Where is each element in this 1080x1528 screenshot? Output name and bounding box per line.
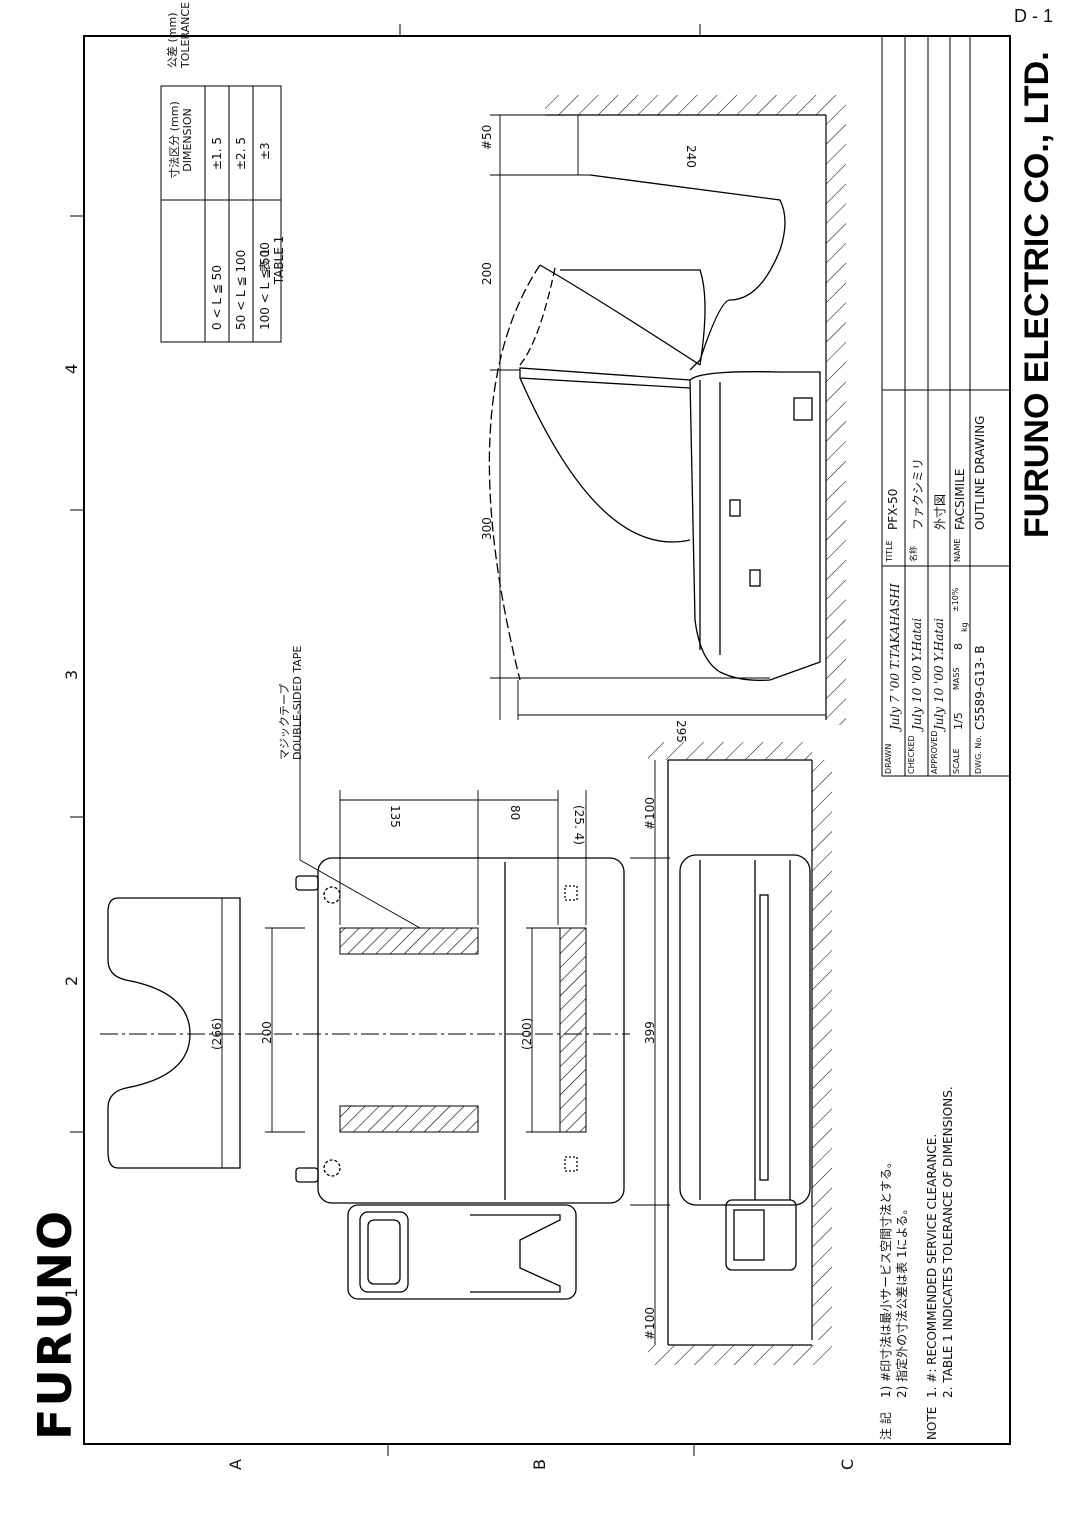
dim-300: 300 [480,517,494,540]
tb-drawn-label: DRAWN [884,743,893,774]
tolerance-row-2-tol: ±2. 5 [234,137,248,170]
company-name: FURUNO ELECTRIC CO., LTD. [1018,51,1056,538]
notes-jp-line-1: 1) #印寸法は最小サービス空間寸法とする。 [879,1156,893,1398]
tolerance-row-1-tol: ±1. 5 [210,137,224,170]
notes-en-line-1: 1. #: RECOMMENDED SERVICE CLEARANCE. [925,1133,939,1398]
tolerance-table [160,85,282,343]
tolerance-row-3-tol: ±3 [258,142,272,160]
tb-checked-signature: July 10 '00 Y.Hatai [910,617,924,730]
tolerance-row-1-dim: 0 < L ≦ 50 [210,265,224,330]
dim-80: 80 [508,805,522,821]
tb-checked-label: CHECKED [907,735,916,774]
tolerance-col2-header-text: 公差 (mm) TOLERANCE [166,2,192,194]
dim-266: (266) [210,1017,224,1050]
title-block [881,35,1011,777]
wall-hatch [648,1345,832,1365]
brand-logo: FURUNO [28,1208,82,1440]
notes-jp-heading: 注 記 [879,1412,893,1440]
dim-25-4: (25. 4) [572,805,586,845]
tolerance-row-3-dim: 100 < L ≦ 500 [258,242,272,330]
tb-name-sub: OUTLINE DRAWING [973,415,987,530]
wall-hatch [648,742,812,760]
dim-200-top: 200 [260,1021,274,1044]
tape-strip [559,927,587,1133]
tolerance-caption-en: TABLE 1 [272,235,286,285]
dim-240: 240 [684,145,698,168]
tb-mass-tolerance: ±10% [951,587,960,612]
tb-name-jp-sub: 外寸図 [933,493,947,530]
tb-drawn-signature: July 7 '00 T.TAKAHASHI [888,583,902,730]
tolerance-row-2-dim: 50 < L ≦ 100 [234,249,248,330]
grid-label-c: C [838,1458,857,1470]
tolerance-col2-header-en: TOLERANCE [179,1,192,68]
tb-name-jp-label: 名称 [909,546,918,562]
tape-label-jp: マジックテープ [278,683,291,760]
tb-mass-value: 8 [952,643,965,650]
tb-dwg-label: DWG. No. [974,735,983,774]
tape-label: マジックテープ DOUBLE-SIDED TAPE [278,646,304,760]
dim-clear-100-left: #100 [643,1307,657,1340]
dim-295: 295 [674,720,688,743]
front-view [107,857,625,1300]
dim-50: #50 [480,124,494,150]
tb-name-label: NAME [953,538,962,562]
tb-name-jp-value: ファクシミリ [911,457,925,530]
tape-label-en: DOUBLE-SIDED TAPE [291,645,304,760]
grid-label-b: B [530,1459,549,1470]
tolerance-col2-header-jp: 公差 (mm) [166,12,179,68]
tb-title-label: TITLE [885,540,894,562]
side-dimensions [490,114,826,720]
tape-strip [339,927,479,955]
dim-200-bottom: (200) [520,1017,534,1050]
tape-strip [339,1105,479,1133]
floor-hatch [826,95,846,725]
sheet-border [83,35,1011,1445]
front-bottom-view [667,760,811,1345]
tb-title-value: PFX-50 [886,488,900,530]
tb-mass-label: MASS [952,667,961,690]
notes-jp-line-2: 2) 指定外の寸法公差は表 1による。 [895,1202,909,1398]
grid-label-2: 2 [62,975,81,986]
notes-en-heading: NOTE [925,1406,939,1440]
notes-en-line-2: 2. TABLE 1 INDICATES TOLERANCE OF DIMENS… [941,1086,955,1398]
dim-399: 399 [643,1021,657,1044]
tb-mass-unit: kg [960,622,969,632]
grid-label-a: A [226,1459,245,1470]
tb-name-value: FACSIMILE [953,468,967,531]
wall-hatch [545,95,826,115]
tb-approved-signature: July 10 '00 Y.Hatai [932,617,946,730]
dim-clear-100-right: #100 [643,797,657,830]
dim-200-side: 200 [480,262,494,285]
floor-hatch [812,760,832,1340]
tb-scale-value: 1/5 [952,712,965,730]
grid-label-3: 3 [62,669,81,680]
dim-135: 135 [388,805,402,828]
tb-approved-label: APPROVED [930,730,939,774]
tb-scale-label: SCALE [952,748,961,774]
side-view [488,174,821,681]
grid-ticks [70,24,701,1456]
front-dimensions [221,700,670,1345]
grid-label-4: 4 [62,363,81,374]
tb-dwg-value: C5589-G13- B [973,645,987,730]
page-code: D - 1 [1014,6,1054,26]
